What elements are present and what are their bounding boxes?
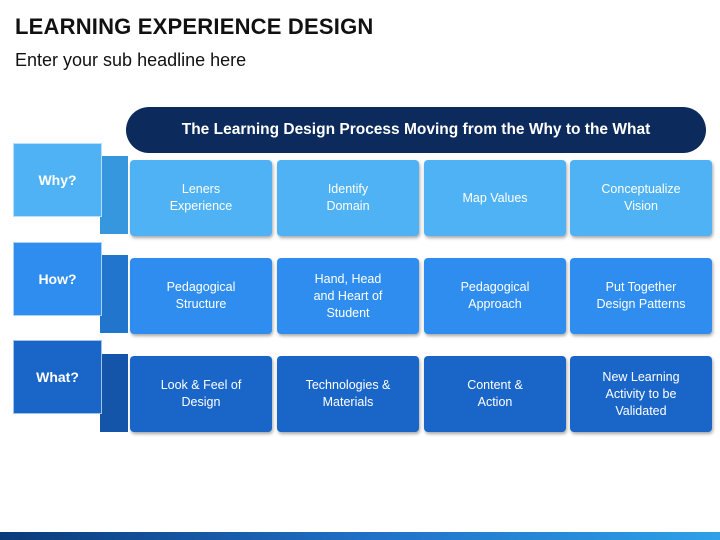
diagram-cell: Look & Feel of Design (130, 356, 272, 432)
diagram-cell: New Learning Activity to be Validated (570, 356, 712, 432)
diagram-cell: Pedagogical Approach (424, 258, 566, 334)
diagram-cell: Identify Domain (277, 160, 419, 236)
diagram-cell: Technologies & Materials (277, 356, 419, 432)
diagram-cell: Put Together Design Patterns (570, 258, 712, 334)
diagram-cell: Pedagogical Structure (130, 258, 272, 334)
diagram-cell: Map Values (424, 160, 566, 236)
row-label-what: What? (13, 340, 102, 414)
row-connector-why (100, 156, 128, 234)
row-label-why: Why? (13, 143, 102, 217)
diagram-cell: Content & Action (424, 356, 566, 432)
diagram-cell: Hand, Head and Heart of Student (277, 258, 419, 334)
row-connector-what (100, 354, 128, 432)
process-banner: The Learning Design Process Moving from … (126, 107, 706, 153)
diagram-cell: Leners Experience (130, 160, 272, 236)
page-title: LEARNING EXPERIENCE DESIGN (15, 14, 374, 39)
row-connector-how (100, 255, 128, 333)
diagram-cell: Conceptualize Vision (570, 160, 712, 236)
row-label-how: How? (13, 242, 102, 316)
footer-accent-bar (0, 532, 720, 540)
page-subtitle: Enter your sub headline here (15, 50, 247, 70)
